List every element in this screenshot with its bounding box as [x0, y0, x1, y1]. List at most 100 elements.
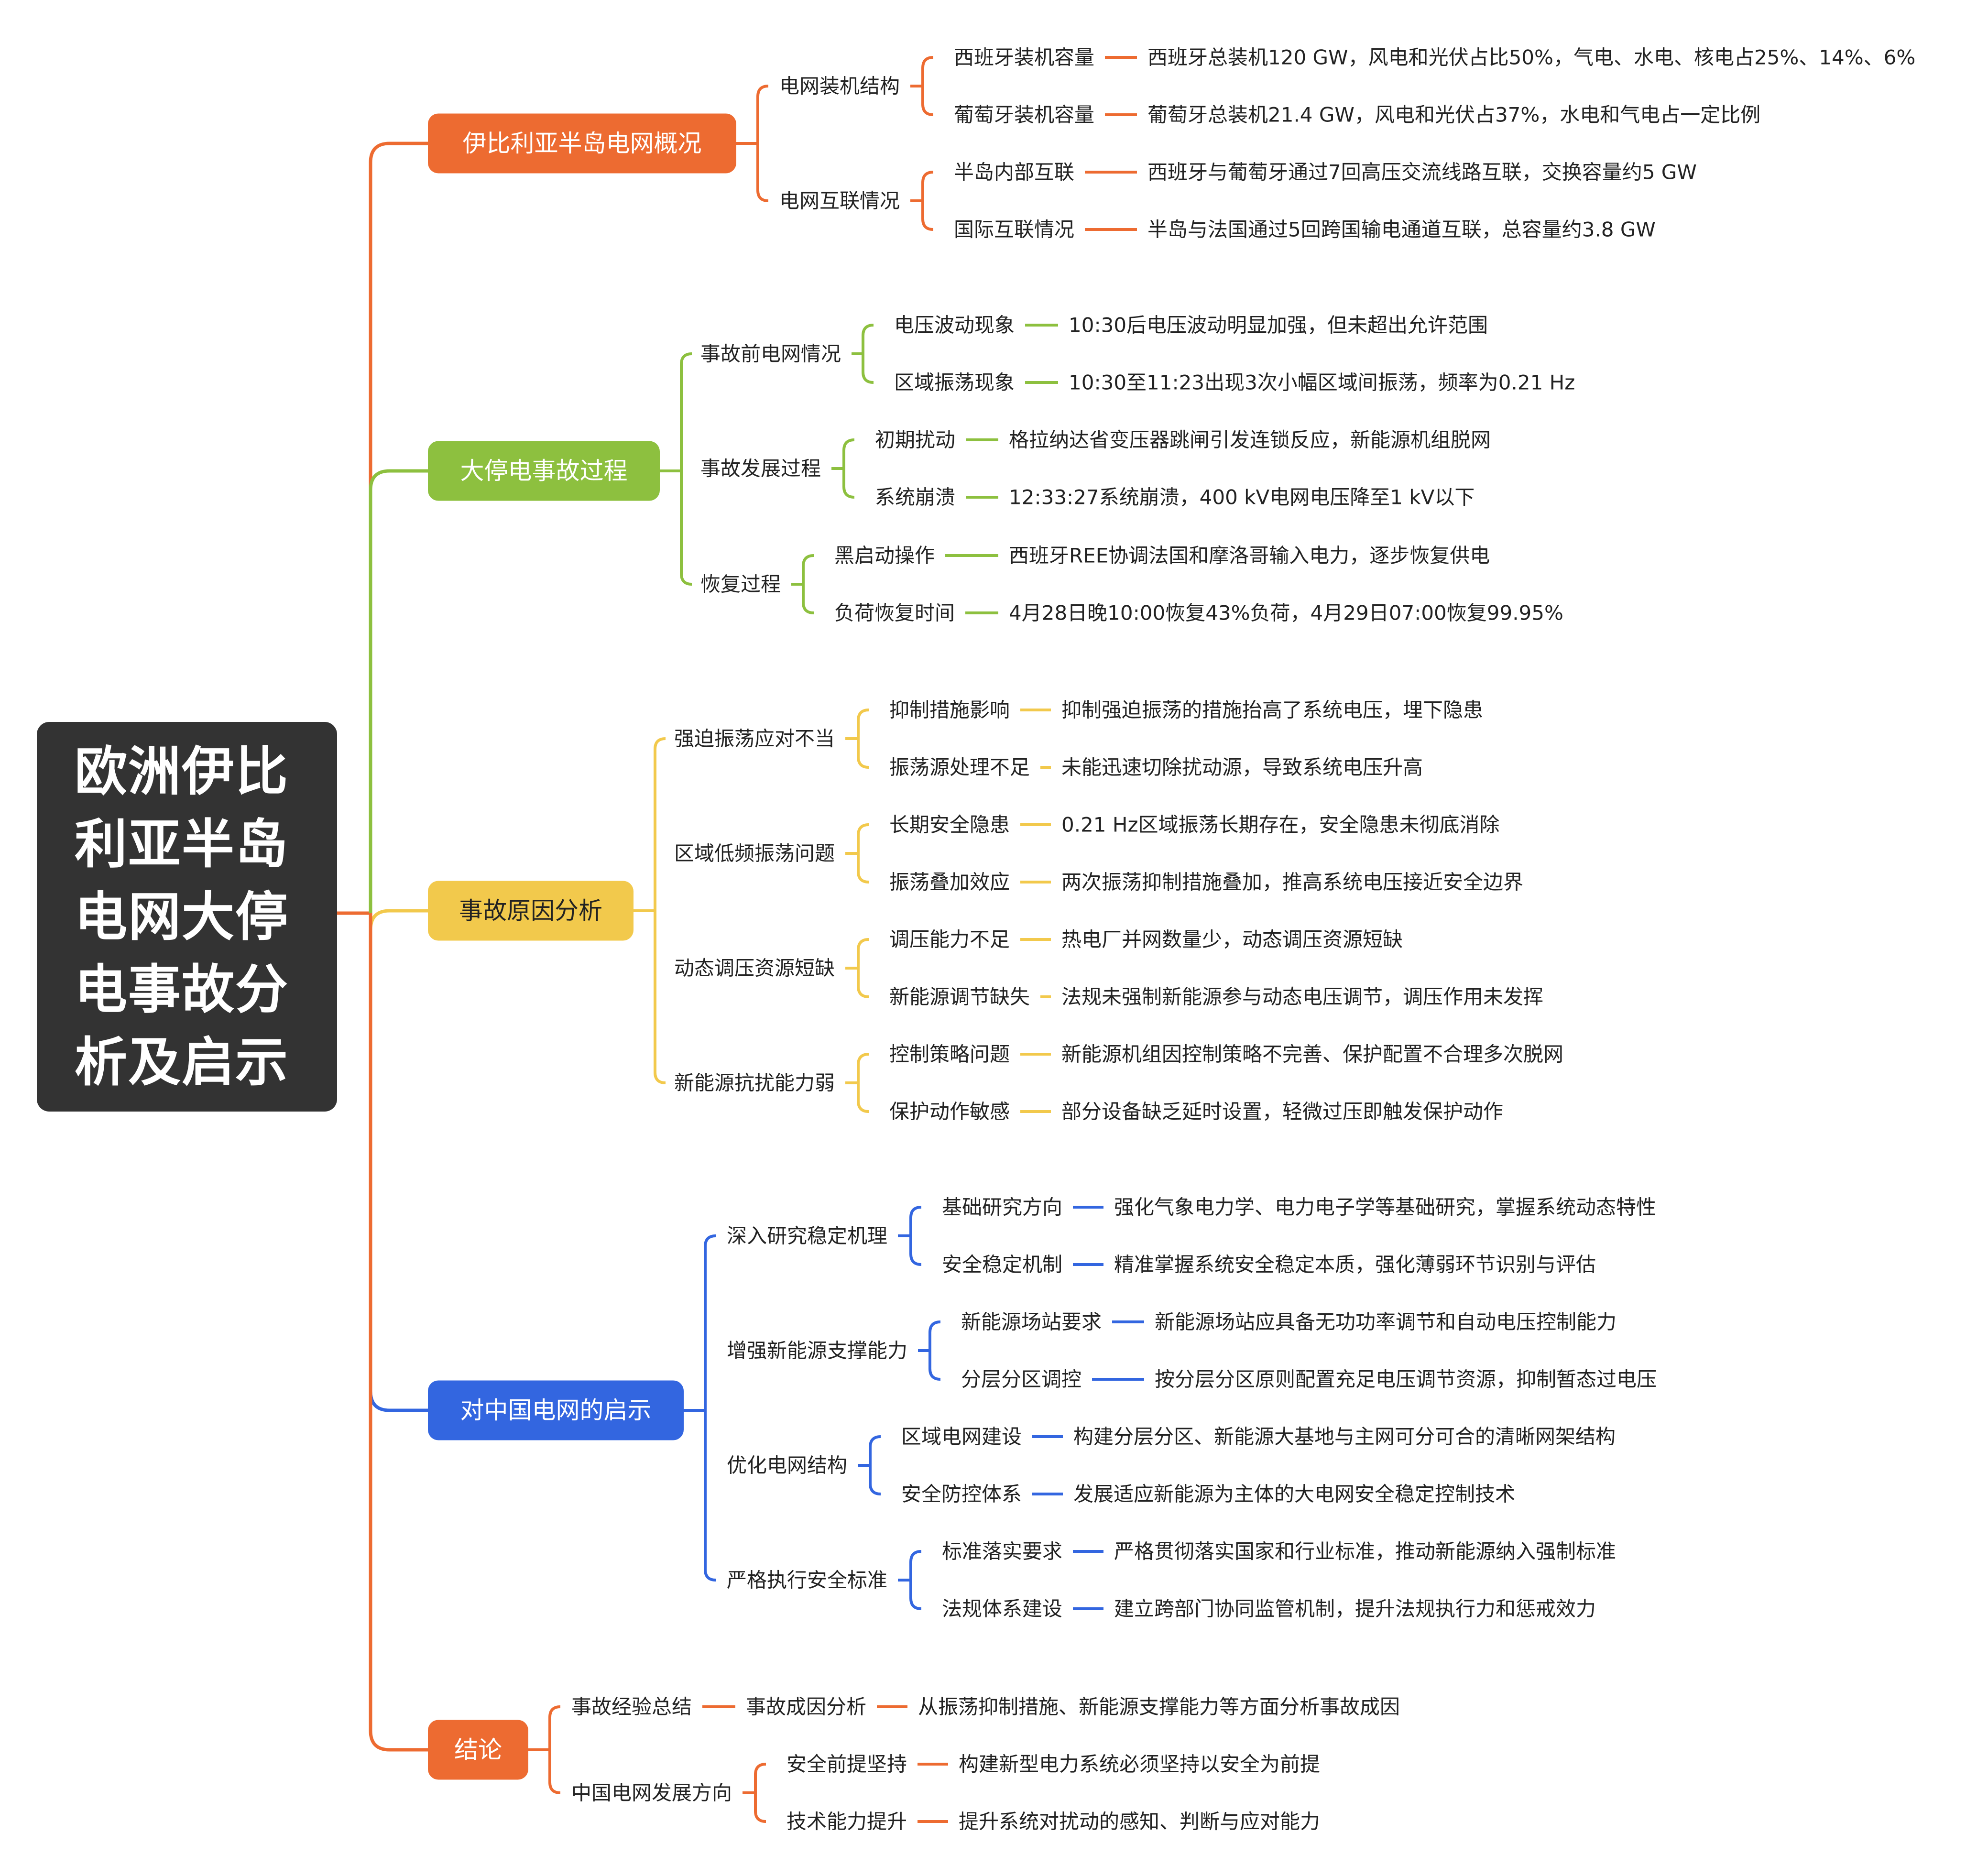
level1-label: 事故发展过程: [700, 457, 821, 480]
level2-label: 技术能力提升: [786, 1810, 907, 1833]
detail-text: 热电厂并网数量少，动态调压资源短缺: [1061, 928, 1403, 951]
detail-text: 未能迅速切除扰动源，导致系统电压升高: [1061, 756, 1423, 779]
level1-label: 电网互联情况: [779, 189, 900, 213]
level1-label: 增强新能源支撑能力: [727, 1339, 907, 1363]
level2-label: 调压能力不足: [889, 928, 1010, 951]
branch-box: [428, 441, 660, 501]
branch-label: 事故原因分析: [459, 897, 602, 925]
detail-text: 按分层分区原则配置充足电压调节资源，抑制暂态过电压: [1155, 1368, 1657, 1391]
level2-label: 长期安全隐患: [889, 813, 1010, 837]
level1-label: 强迫振荡应对不当: [674, 727, 835, 751]
level2-label: 西班牙装机容量: [954, 46, 1094, 69]
detail-text: 法规未强制新能源参与动态电压调节，调压作用未发挥: [1061, 985, 1543, 1009]
detail-text: 西班牙与葡萄牙通过7回高压交流线路互联，交换容量约5 GW: [1147, 161, 1697, 184]
level2-bracket: [921, 171, 934, 231]
detail-text: 西班牙总装机120 GW，风电和光伏占比50%，气电、水电、核电占25%、14%…: [1147, 46, 1915, 69]
detail-text: 严格贯彻落实国家和行业标准，推动新能源纳入强制标准: [1114, 1540, 1616, 1563]
level2-bracket: [857, 1053, 869, 1113]
level2-label: 葡萄牙装机容量: [954, 103, 1094, 127]
root-title: 欧洲伊比利亚半岛电网大停电事故分析及启示: [75, 741, 289, 1093]
level2-label: 安全前提坚持: [786, 1753, 907, 1776]
level1-label: 电网装机结构: [779, 75, 900, 98]
detail-text: 半岛与法国通过5回跨国输电通道互联，总容量约3.8 GW: [1147, 218, 1656, 241]
level1-bracket: [680, 352, 692, 586]
branch-process: 大停电事故过程: [369, 324, 1058, 913]
level2-label: 标准落实要求: [942, 1540, 1062, 1563]
level1-label: 恢复过程: [700, 573, 781, 596]
level2-label: 电压波动现象: [894, 314, 1015, 337]
level2-label: 振荡源处理不足: [889, 756, 1030, 779]
level1-label: 新能源抗扰能力弱: [674, 1071, 835, 1095]
level1-label: 事故经验总结: [571, 1695, 692, 1719]
level2-bracket: [909, 1550, 922, 1610]
detail-text: 从振荡抑制措施、新能源支撑能力等方面分析事故成因: [918, 1695, 1400, 1719]
level2-bracket: [921, 56, 934, 116]
branch-connector: [369, 469, 428, 913]
root-node: 欧洲伊比利亚半岛电网大停电事故分析及启示: [37, 722, 337, 1112]
level2-bracket: [857, 823, 869, 883]
detail-text: 10:30至11:23出现3次小幅区域间振荡，频率为0.21 Hz: [1069, 371, 1575, 394]
level1-label: 事故前电网情况: [700, 342, 841, 366]
branch-causes: 事故原因分析: [369, 709, 1051, 1113]
detail-text: 新能源场站应具备无功功率调节和自动电压控制能力: [1155, 1310, 1617, 1334]
level2-label: 事故成因分析: [746, 1695, 866, 1719]
level2-label: 负荷恢复时间: [834, 601, 955, 625]
level2-bracket: [842, 438, 855, 499]
branch-label: 伊比利亚半岛电网概况: [463, 130, 702, 157]
detail-text: 新能源机组因控制策略不完善、保护配置不合理多次脱网: [1061, 1043, 1563, 1066]
detail-text: 4月28日晚10:00恢复43%负荷，4月29日07:00恢复99.95%: [1009, 601, 1563, 625]
detail-text: 格拉纳达省变压器跳闸引发连锁反应，新能源机组脱网: [1009, 428, 1491, 452]
branch-box: [428, 113, 736, 174]
branch-connector: [369, 913, 428, 1412]
detail-text: 强化气象电力学、电力电子学等基础研究，掌握系统动态特性: [1114, 1196, 1656, 1219]
level2-label: 系统崩溃: [875, 486, 955, 509]
level2-bracket: [857, 938, 869, 998]
branch-conclusion: 结论: [369, 913, 948, 1823]
detail-text: 建立跨部门协同监管机制，提升法规执行力和惩戒效力: [1114, 1597, 1596, 1621]
detail-text: 构建新型电力系统必须坚持以安全为前提: [959, 1753, 1320, 1776]
level1-label: 区域低频振荡问题: [674, 842, 835, 865]
level2-bracket: [909, 1206, 922, 1266]
detail-text: 部分设备缺乏延时设置，轻微过压即触发保护动作: [1061, 1100, 1503, 1123]
level2-label: 安全防控体系: [901, 1483, 1022, 1506]
level2-bracket: [754, 1763, 766, 1823]
level2-bracket: [802, 554, 814, 614]
branch-label: 大停电事故过程: [460, 457, 628, 485]
level2-label: 新能源调节缺失: [889, 985, 1030, 1009]
branch-label: 结论: [454, 1736, 502, 1764]
level2-label: 国际互联情况: [954, 218, 1074, 241]
branch-connector: [369, 913, 428, 1752]
level1-label: 中国电网发展方向: [571, 1781, 732, 1805]
branch-label: 对中国电网的启示: [460, 1396, 652, 1424]
detail-text: 葡萄牙总装机21.4 GW，风电和光伏占37%，水电和气电占一定比例: [1147, 103, 1760, 127]
detail-text: 12:33:27系统崩溃，400 kV电网电压降至1 kV以下: [1009, 486, 1475, 509]
level1-label: 严格执行安全标准: [727, 1569, 887, 1592]
detail-text: 抑制强迫振荡的措施抬高了系统电压，埋下隐患: [1061, 698, 1483, 722]
branch-connector: [369, 142, 428, 913]
level2-bracket: [857, 709, 869, 769]
level2-label: 区域电网建设: [901, 1425, 1022, 1449]
level2-label: 控制策略问题: [889, 1043, 1010, 1066]
level2-label: 区域振荡现象: [894, 371, 1015, 394]
level1-label: 动态调压资源短缺: [674, 957, 835, 980]
branch-box: [428, 1720, 528, 1780]
level2-label: 抑制措施影响: [889, 698, 1010, 722]
level2-label: 法规体系建设: [942, 1597, 1062, 1621]
branch-overview: 伊比利亚半岛电网概况: [369, 56, 1137, 913]
level1-bracket: [654, 737, 666, 1084]
detail-text: 提升系统对扰动的感知、判断与应对能力: [959, 1810, 1320, 1833]
detail-text: 构建分层分区、新能源大基地与主网可分可合的清晰网架结构: [1073, 1425, 1616, 1449]
level2-bracket: [869, 1435, 881, 1495]
level2-label: 分层分区调控: [961, 1368, 1081, 1391]
level2-label: 初期扰动: [875, 428, 955, 452]
detail-text: 0.21 Hz区域振荡长期存在，安全隐患未彻底消除: [1061, 813, 1500, 837]
level1-label: 优化电网结构: [727, 1454, 847, 1477]
detail-text: 10:30后电压波动明显加强，但未超出允许范围: [1069, 314, 1488, 337]
level2-label: 振荡叠加效应: [889, 871, 1010, 894]
level2-label: 保护动作敏感: [889, 1100, 1010, 1123]
level2-bracket: [862, 324, 874, 384]
detail-text: 发展适应新能源为主体的大电网安全稳定控制技术: [1073, 1483, 1515, 1506]
level2-label: 安全稳定机制: [942, 1253, 1062, 1276]
detail-text: 两次振荡抑制措施叠加，推高系统电压接近安全边界: [1061, 871, 1523, 894]
